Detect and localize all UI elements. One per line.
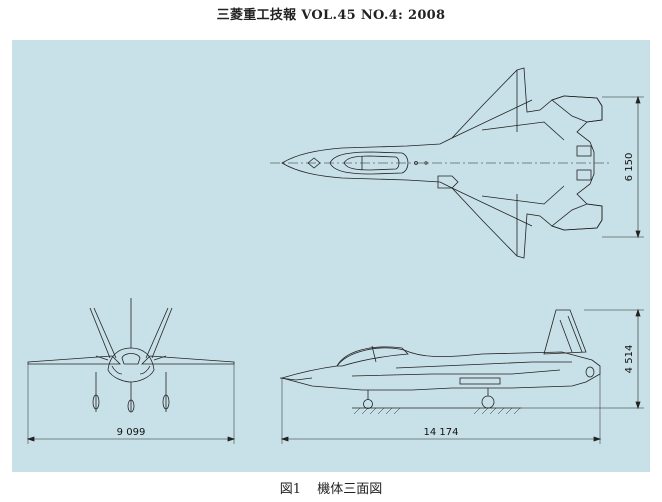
canopy-outer <box>329 151 409 175</box>
figure-caption: 図1 機体三面図 <box>0 478 662 497</box>
length-dimension-label: 14 174 <box>424 427 459 438</box>
journal-header: 三菱重工技報 VOL.45 NO.4: 2008 <box>216 8 446 23</box>
front-fuselage <box>107 347 155 383</box>
front-wing-right <box>141 355 235 365</box>
side-canopy <box>336 346 409 367</box>
front-wing-left <box>27 355 121 365</box>
three-view-drawing: 9 099 14 174 6 150 4 514 <box>26 67 644 444</box>
aircraft-three-view-figure: 9 099 14 174 6 150 4 514 <box>12 40 650 472</box>
side-view <box>279 308 644 444</box>
figure-number: 図1 <box>279 482 302 497</box>
side-tail-fin <box>543 309 587 355</box>
front-view <box>26 298 236 444</box>
side-fuselage-outline <box>280 347 601 391</box>
width-dimension-label: 6 150 <box>624 153 635 182</box>
canopy-inner <box>343 155 400 171</box>
figure-caption-text: 機体三面図 <box>317 482 383 497</box>
top-view <box>270 67 644 259</box>
span-dimension-label: 9 099 <box>117 427 146 438</box>
height-dimension-label: 4 514 <box>624 345 635 374</box>
